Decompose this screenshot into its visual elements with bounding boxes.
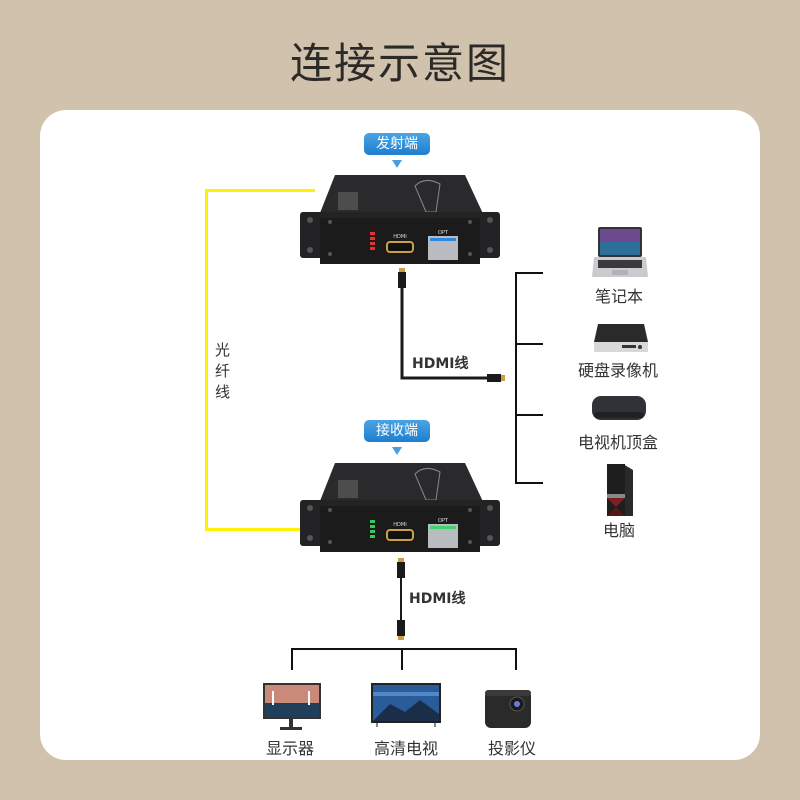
source-set-top-box	[590, 394, 648, 422]
laptop-icon	[592, 227, 648, 277]
receiver-device: HDMI OPT	[300, 458, 500, 558]
bottom-hdmi-cable-label: HDMI线	[409, 591, 466, 607]
source-bracket-tick-3	[515, 414, 543, 416]
output-monitor	[262, 681, 322, 731]
monitor-icon	[263, 683, 321, 730]
fiber-line-vertical	[205, 189, 208, 531]
output-hd-tv-label: 高清电视	[374, 739, 439, 758]
set-top-box-icon	[592, 396, 646, 420]
svg-text:OPT: OPT	[438, 518, 449, 524]
receiver-badge: 接收端	[364, 420, 430, 442]
output-projector	[483, 688, 533, 730]
fiber-line-top	[205, 189, 315, 192]
hd-tv-icon	[371, 683, 441, 727]
source-dvr	[592, 322, 650, 354]
source-laptop	[590, 225, 650, 280]
fiber-label: 光纤线	[215, 341, 231, 401]
source-desktop-pc	[605, 462, 635, 518]
projector-icon	[485, 690, 531, 728]
receiver-arrow-icon	[392, 447, 402, 455]
transmitter-device: HDMI OPT	[300, 170, 500, 270]
source-set-top-box-label: 电视机顶盒	[578, 433, 659, 452]
svg-text:HDMI: HDMI	[393, 234, 406, 240]
transmitter-badge: 发射端	[364, 133, 430, 155]
source-bracket-tick-1	[515, 272, 543, 274]
source-bracket-tick-2	[515, 343, 543, 345]
output-bracket-horizontal	[291, 648, 517, 650]
top-hdmi-cable-label: HDMI线	[412, 356, 469, 372]
bottom-hdmi-cable	[393, 558, 409, 640]
transmitter-leds	[370, 232, 375, 250]
source-bracket-tick-4	[515, 482, 543, 484]
svg-text:OPT: OPT	[438, 230, 449, 236]
output-hd-tv	[370, 682, 442, 728]
top-hdmi-cable	[395, 268, 515, 388]
desktop-pc-icon	[607, 464, 633, 516]
receiver-leds	[370, 520, 375, 538]
output-bracket-tick-1	[291, 648, 293, 670]
output-bracket-tick-3	[515, 648, 517, 670]
page-title: 连接示意图	[289, 39, 510, 88]
output-monitor-label: 显示器	[266, 739, 315, 758]
dvr-icon	[594, 324, 648, 352]
output-bracket-tick-2	[401, 648, 403, 670]
transmitter-arrow-icon	[392, 160, 402, 168]
source-laptop-label: 笔记本	[595, 287, 644, 306]
source-dvr-label: 硬盘录像机	[578, 361, 659, 380]
source-desktop-pc-label: 电脑	[603, 521, 636, 540]
source-bracket-vertical	[515, 272, 517, 484]
svg-text:HDMI: HDMI	[393, 522, 406, 528]
fiber-line-bottom	[205, 528, 315, 531]
output-projector-label: 投影仪	[488, 739, 537, 758]
